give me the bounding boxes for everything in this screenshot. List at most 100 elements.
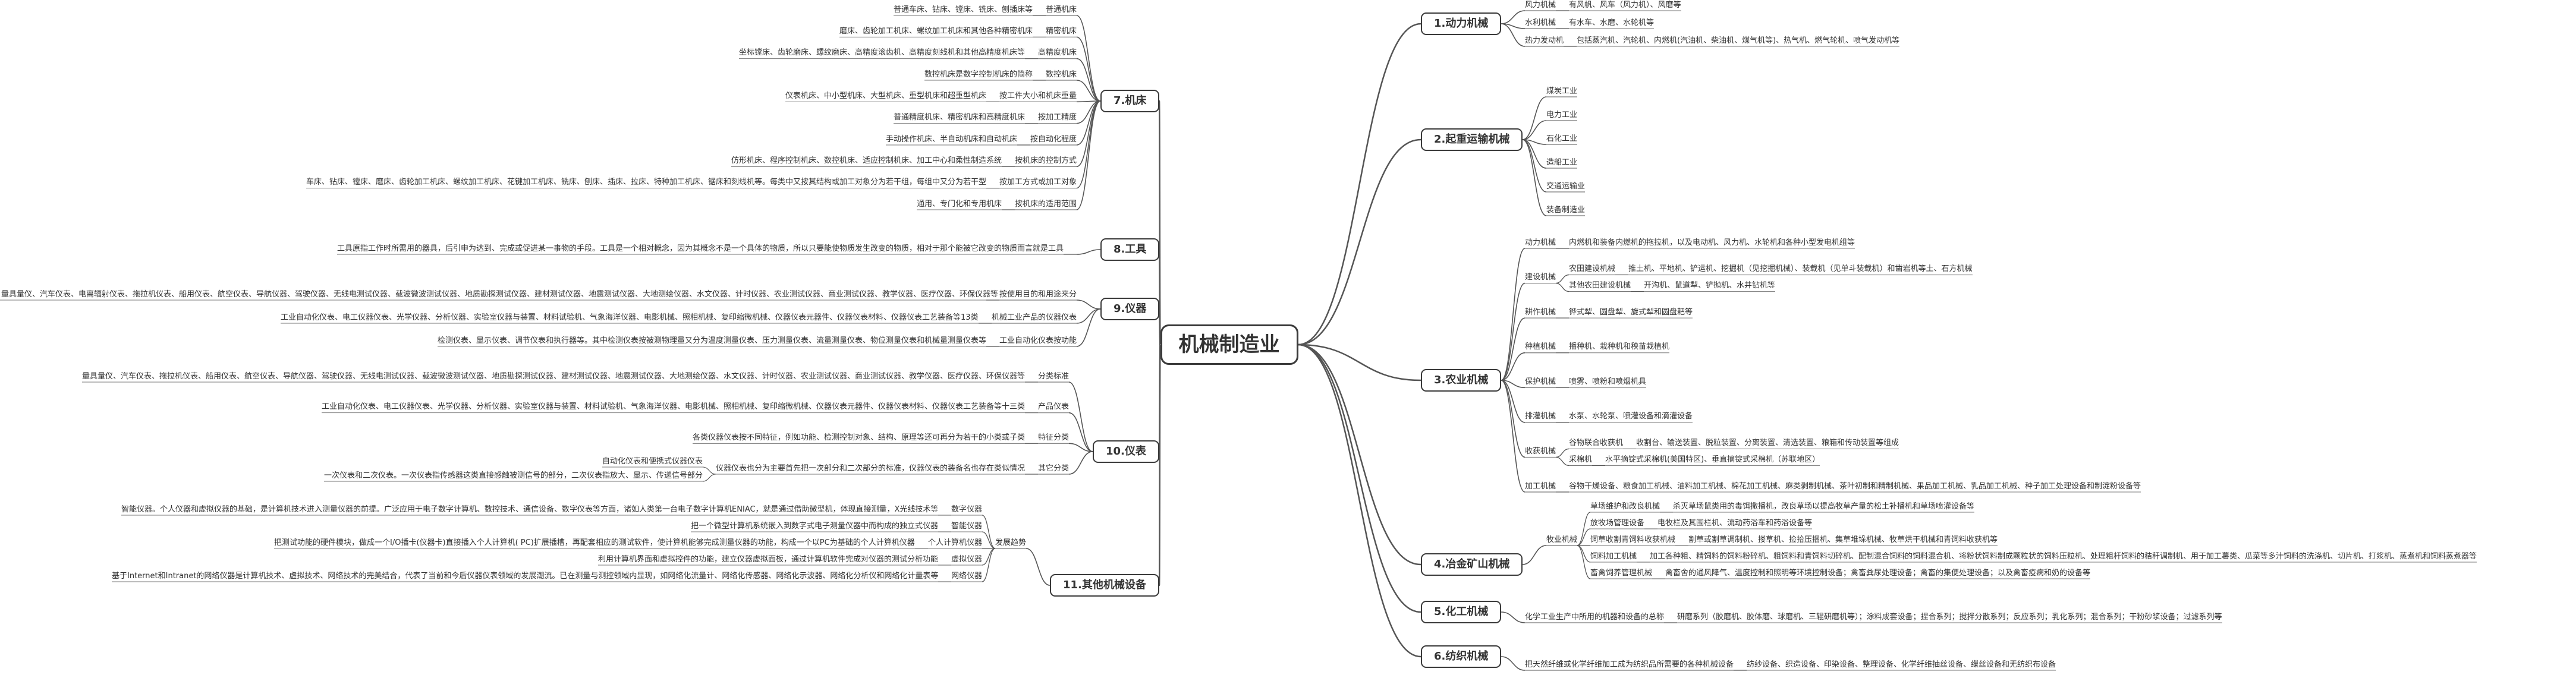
subtopic[interactable]: 装备制造业 bbox=[1546, 205, 1586, 215]
leaf-text[interactable]: 工业自动化仪表、电工仪器仪表、光学仪器、分析仪器、实验室仪器与装置、材料试验机、… bbox=[322, 402, 1026, 412]
leaf-text[interactable]: 普通车床、钻床、镗床、铣床、刨插床等 bbox=[894, 5, 1033, 14]
leaf-text[interactable]: 检测仪表、显示仪表、调节仪表和执行器等。其中检测仪表按被测物理量又分为温度测量仪… bbox=[438, 336, 987, 345]
leaf-text[interactable]: 坐标镗床、齿轮磨床、螺纹磨床、高精度滚齿机、高精度刻线机和其他高精度机床等 bbox=[739, 48, 1026, 58]
subtopic-level3[interactable]: 草场维护和改良机械 bbox=[1590, 502, 1660, 511]
branch-5[interactable]: 5.化工机械 bbox=[1421, 601, 1502, 623]
leaf-text[interactable]: 智能仪器。个人仪器和虚拟仪器的基础，是计算机技术进入测量仪器的前提。广泛应用于电… bbox=[121, 504, 939, 514]
subtopic[interactable]: 高精度机床 bbox=[1038, 48, 1077, 58]
subtopic[interactable]: 工业自动化仪表按功能 bbox=[999, 336, 1077, 345]
subtopic[interactable]: 精密机床 bbox=[1046, 26, 1077, 36]
subtopic[interactable]: 水利机械 bbox=[1525, 18, 1556, 27]
branch-10[interactable]: 10.仪表 bbox=[1093, 440, 1159, 463]
subtopic[interactable]: 排灌机械 bbox=[1525, 412, 1556, 421]
leaf-text[interactable]: 播种机、栽种机和秧苗栽植机 bbox=[1569, 342, 1670, 352]
leaf-text[interactable]: 自动化仪表和便携式仪器仪表 bbox=[602, 456, 703, 466]
subtopic[interactable]: 产品仪表 bbox=[1038, 402, 1070, 412]
leaf-text[interactable]: 推土机、平地机、铲运机、挖掘机（见挖掘机械）、装载机（见单斗装载机）和凿岩机等土… bbox=[1628, 264, 1973, 274]
leaf-text[interactable]: 谷物干燥设备、粮食加工机械、油料加工机械、棉花加工机械、麻类剥制机械、茶叶初制和… bbox=[1569, 481, 2141, 491]
branch-3[interactable]: 3.农业机械 bbox=[1421, 369, 1502, 392]
subtopic-level3[interactable]: 虚拟仪器 bbox=[951, 554, 983, 564]
subtopic[interactable]: 特征分类 bbox=[1038, 433, 1070, 442]
subtopic[interactable]: 普通机床 bbox=[1046, 5, 1077, 14]
leaf-text[interactable]: 有风帆、风车（风力机）、风磨等 bbox=[1569, 0, 1681, 10]
leaf-text[interactable]: 电牧栏及其围栏机、流动药浴车和药浴设备等 bbox=[1657, 518, 1813, 528]
leaf-text[interactable]: 一次仪表和二次仪表。一次仪表指传感器这类直接感触被测信号的部分，二次仪表指放大、… bbox=[324, 471, 703, 480]
branch-9[interactable]: 9.仪器 bbox=[1100, 298, 1160, 320]
subtopic-level3[interactable]: 仪器仪表也分为主要首先把一次部分和二次部分的标准，仪器仪表的装备名也存在类似情况 bbox=[716, 463, 1026, 473]
leaf-text[interactable]: 数控机床是数字控制机床的简称 bbox=[924, 70, 1033, 79]
leaf-text[interactable]: 磨床、齿轮加工机床、螺纹加工机床和其他各种精密机床 bbox=[839, 26, 1033, 36]
leaf-text[interactable]: 割草或割草调制机、搂草机、捡拾压捆机、集草堆垛机械、牧草烘干机械和青饲料收获机等 bbox=[1688, 535, 1998, 544]
subtopic[interactable]: 煤炭工业 bbox=[1546, 86, 1578, 96]
leaf-text[interactable]: 工业自动化仪表、电工仪器仪表、光学仪器、分析仪器、实验室仪器与装置、材料试验机、… bbox=[281, 313, 979, 322]
branch-1[interactable]: 1.动力机械 bbox=[1421, 12, 1502, 35]
subtopic-level3[interactable]: 畜禽饲养管理机械 bbox=[1590, 568, 1653, 578]
subtopic[interactable]: 电力工业 bbox=[1546, 110, 1578, 119]
subtopic[interactable]: 种植机械 bbox=[1525, 342, 1556, 352]
leaf-text[interactable]: 杀灭草场鼠类用的毒饵撒播机，改良草场以提高牧草产量的松土补播机和草场喷灌设备等 bbox=[1673, 502, 1975, 511]
leaf-text[interactable]: 开沟机、鼠道犁、铲抛机、水井钻机等 bbox=[1644, 281, 1776, 291]
subtopic-level3[interactable]: 个人计算机仪器 bbox=[928, 538, 983, 547]
leaf-text[interactable]: 把一个微型计算机系统嵌入到数字式电子测量仪器中而构成的独立式仪器 bbox=[691, 521, 939, 531]
leaf-text[interactable]: 基于Internet和Intranet的网络仪器是计算机技术、虚拟技术、网络技术… bbox=[112, 571, 939, 581]
leaf-text[interactable]: 车床、钻床、镗床、磨床、齿轮加工机床、螺纹加工机床、花键加工机床、铣床、刨床、插… bbox=[306, 178, 987, 187]
subtopic[interactable]: 数控机床 bbox=[1046, 70, 1077, 79]
branch-2[interactable]: 2.起重运输机械 bbox=[1421, 128, 1523, 151]
leaf-text[interactable]: 铧式犁、圆盘犁、旋式犁和圆盘耙等 bbox=[1569, 307, 1693, 317]
subtopic[interactable]: 热力发动机 bbox=[1525, 36, 1564, 45]
leaf-text[interactable]: 把测试功能的硬件模块，做成一个I/O插卡(仪器卡)直接插入个人计算机( PC)扩… bbox=[274, 538, 915, 547]
subtopic-level3[interactable]: 谷物联合收获机 bbox=[1569, 438, 1624, 447]
subtopic[interactable]: 动力机械 bbox=[1525, 238, 1556, 247]
subtopic-level3[interactable]: 其他农田建设机械 bbox=[1569, 281, 1631, 291]
subtopic[interactable]: 牧业机械 bbox=[1546, 535, 1578, 544]
branch-11[interactable]: 11.其他机械设备 bbox=[1050, 574, 1159, 597]
leaf-text[interactable]: 包括蒸汽机、汽轮机、内燃机(汽油机、柴油机、煤气机等)、热气机、燃气轮机、喷气发… bbox=[1577, 36, 1900, 45]
leaf-text[interactable]: 仪表机床、中小型机床、大型机床、重型机床和超重型机床 bbox=[785, 91, 987, 100]
subtopic[interactable]: 发展趋势 bbox=[995, 538, 1027, 547]
leaf-text[interactable]: 收割台、输送装置、脱粒装置、分离装置、清选装置、粮箱和传动装置等组成 bbox=[1636, 438, 1899, 447]
subtopic-level3[interactable]: 农田建设机械 bbox=[1569, 264, 1616, 274]
subtopic[interactable]: 保护机械 bbox=[1525, 377, 1556, 386]
branch-8[interactable]: 8.工具 bbox=[1100, 238, 1160, 261]
leaf-text[interactable]: 普通精度机床、精密机床和高精度机床 bbox=[894, 113, 1026, 122]
leaf-text[interactable]: 研磨系列（胶磨机、胶体磨、球磨机、三辊研磨机等）；涂料成套设备；捏合系列；搅拌分… bbox=[1677, 612, 2222, 622]
subtopic-level3[interactable]: 采棉机 bbox=[1569, 455, 1593, 464]
subtopic[interactable]: 按机床的适用范围 bbox=[1015, 199, 1077, 209]
leaf-text[interactable]: 量具量仪、汽车仪表、电离辐射仪表、拖拉机仪表、船用仪表、航空仪表、导航仪器、驾驶… bbox=[1, 289, 999, 299]
subtopic[interactable]: 把天然纤维或化学纤维加工成为纺织品所需要的各种机械设备 bbox=[1525, 660, 1734, 669]
subtopic[interactable]: 加工机械 bbox=[1525, 481, 1556, 491]
subtopic[interactable]: 造船工业 bbox=[1546, 157, 1578, 167]
leaf-text[interactable]: 各类仪器仪表按不同特征，例如功能、检测控制对象、结构、原理等还可再分为若干的小类… bbox=[693, 433, 1026, 442]
leaf-text[interactable]: 有水车、水磨、水轮机等 bbox=[1569, 18, 1655, 27]
subtopic[interactable]: 分类标准 bbox=[1038, 371, 1070, 381]
subtopic[interactable]: 按工件大小和机床重量 bbox=[999, 91, 1077, 100]
leaf-text[interactable]: 纺纱设备、织造设备、印染设备、整理设备、化学纤维抽丝设备、缫丝设备和无纺织布设备 bbox=[1747, 660, 2056, 669]
subtopic[interactable]: 按加工精度 bbox=[1038, 113, 1077, 122]
leaf-text[interactable]: 仿形机床、程序控制机床、数控机床、适应控制机床、加工中心和柔性制造系统 bbox=[731, 156, 1002, 165]
subtopic[interactable]: 收获机械 bbox=[1525, 446, 1556, 456]
subtopic[interactable]: 化学工业生产中所用的机器和设备的总称 bbox=[1525, 612, 1665, 622]
leaf-text[interactable]: 加工各种粗、精饲料的饲料粉碎机、粗饲料和青饲料切碎机、配制混合饲料的饲料混合机、… bbox=[1650, 551, 2477, 561]
leaf-text[interactable]: 工具原指工作时所需用的器具，后引申为达到、完成或促进某一事物的手段。工具是一个相… bbox=[337, 244, 1064, 253]
branch-6[interactable]: 6.纺织机械 bbox=[1421, 645, 1502, 668]
leaf-text[interactable]: 手动操作机床、半自动机床和自动机床 bbox=[886, 134, 1018, 144]
leaf-text[interactable]: 通用、专门化和专用机床 bbox=[917, 199, 1002, 209]
subtopic[interactable]: 按自动化程度 bbox=[1030, 134, 1077, 144]
subtopic[interactable]: 石化工业 bbox=[1546, 134, 1578, 143]
subtopic-level3[interactable]: 智能仪器 bbox=[951, 521, 983, 531]
subtopic-level3[interactable]: 饲料加工机械 bbox=[1590, 551, 1637, 561]
subtopic[interactable]: 风力机械 bbox=[1525, 0, 1556, 10]
leaf-text[interactable]: 利用计算机界面和虚拟控件的功能，建立仪器虚拟面板，通过计算机软件完成对仪器的测试… bbox=[598, 554, 939, 564]
subtopic[interactable]: 耕作机械 bbox=[1525, 307, 1556, 317]
subtopic[interactable]: 交通运输业 bbox=[1546, 181, 1586, 191]
leaf-text[interactable]: 内燃机和装备内燃机的拖拉机，以及电动机、风力机、水轮机和各种小型发电机组等 bbox=[1569, 238, 1855, 247]
subtopic-level3[interactable]: 网络仪器 bbox=[951, 571, 983, 581]
subtopic-level3[interactable]: 放牧场管理设备 bbox=[1590, 518, 1645, 528]
leaf-text[interactable]: 禽畜舍的通风降气、温度控制和照明等环境控制设备；禽畜粪尿处理设备；禽畜的集便处理… bbox=[1665, 568, 2091, 578]
subtopic[interactable]: 按加工方式或加工对象 bbox=[999, 178, 1077, 187]
subtopic[interactable]: 其它分类 bbox=[1038, 463, 1070, 473]
leaf-text[interactable]: 量具量仪、汽车仪表、拖拉机仪表、船用仪表、航空仪表、导航仪器、驾驶仪器、无线电测… bbox=[82, 371, 1026, 381]
subtopic[interactable]: 机械工业产品的仪器仪表 bbox=[992, 313, 1077, 322]
subtopic-level3[interactable]: 数字仪器 bbox=[951, 504, 983, 514]
subtopic[interactable]: 按机床的控制方式 bbox=[1015, 156, 1077, 165]
